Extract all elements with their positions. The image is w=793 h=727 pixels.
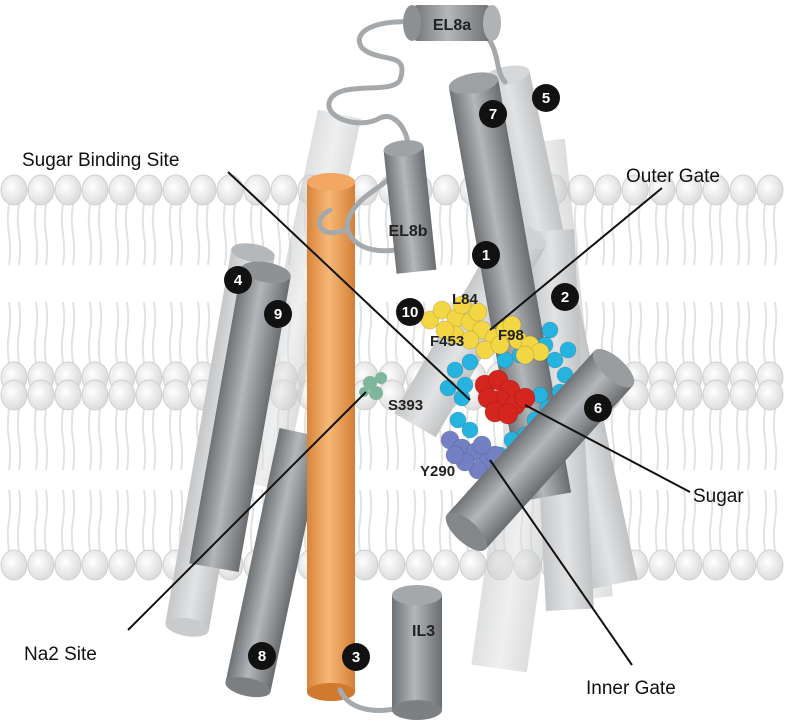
callout-labels: Sugar Binding Site Outer Gate Sugar Na2 … xyxy=(22,150,744,699)
residue-labels: L84 F453 F98 S393 Y290 xyxy=(388,291,524,480)
helix-8 xyxy=(225,428,325,698)
badge-6: 6 xyxy=(584,394,612,422)
svg-text:4: 4 xyxy=(234,272,243,289)
na2-site-label: Na2 Site xyxy=(24,644,97,665)
badge-9: 9 xyxy=(264,300,292,328)
residue-s393: S393 xyxy=(388,397,423,414)
na2-site-atoms xyxy=(359,372,387,400)
na2-site-leader xyxy=(127,391,367,631)
svg-text:6: 6 xyxy=(594,400,602,417)
svg-text:1: 1 xyxy=(482,247,490,264)
badge-3: 3 xyxy=(342,643,370,671)
svg-text:10: 10 xyxy=(402,304,419,321)
badge-4: 4 xyxy=(224,266,252,294)
svg-text:7: 7 xyxy=(489,106,497,123)
svg-text:5: 5 xyxy=(542,90,550,107)
el8b-label: EL8b xyxy=(388,223,427,240)
helix-number-badges: 1 2 3 4 5 6 7 8 9 10 xyxy=(224,84,612,671)
residue-y290: Y290 xyxy=(420,463,455,480)
inner-gate-leader xyxy=(489,459,633,666)
outer-gate-leader xyxy=(489,187,663,331)
inner-gate-label: Inner Gate xyxy=(586,678,676,699)
svg-text:9: 9 xyxy=(274,306,282,323)
badge-5: 5 xyxy=(532,84,560,112)
helix-el8a: EL8a xyxy=(403,5,501,41)
leader-lines xyxy=(127,171,691,666)
residue-l84: L84 xyxy=(452,291,479,308)
svg-text:3: 3 xyxy=(352,649,360,666)
sugar-binding-site-label: Sugar Binding Site xyxy=(22,150,179,171)
il3-label: IL3 xyxy=(412,623,435,640)
outer-gate-label: Outer Gate xyxy=(626,166,720,187)
helix-il3: IL3 xyxy=(392,585,442,720)
helix-9 xyxy=(189,261,291,573)
badge-7: 7 xyxy=(479,100,507,128)
residue-f98: F98 xyxy=(498,327,524,344)
badge-10: 10 xyxy=(396,298,424,326)
helix-el8b: EL8b xyxy=(383,140,437,274)
badge-8: 8 xyxy=(248,642,276,670)
svg-text:8: 8 xyxy=(258,648,266,665)
el8a-label: EL8a xyxy=(433,17,471,34)
sugar-label: Sugar xyxy=(693,486,744,507)
sugar-binding-site-leader xyxy=(227,171,471,401)
sugar-leader xyxy=(524,404,691,493)
badge-2: 2 xyxy=(551,283,579,311)
svg-text:2: 2 xyxy=(561,289,569,306)
residue-f453: F453 xyxy=(430,333,464,350)
badge-1: 1 xyxy=(472,241,500,269)
